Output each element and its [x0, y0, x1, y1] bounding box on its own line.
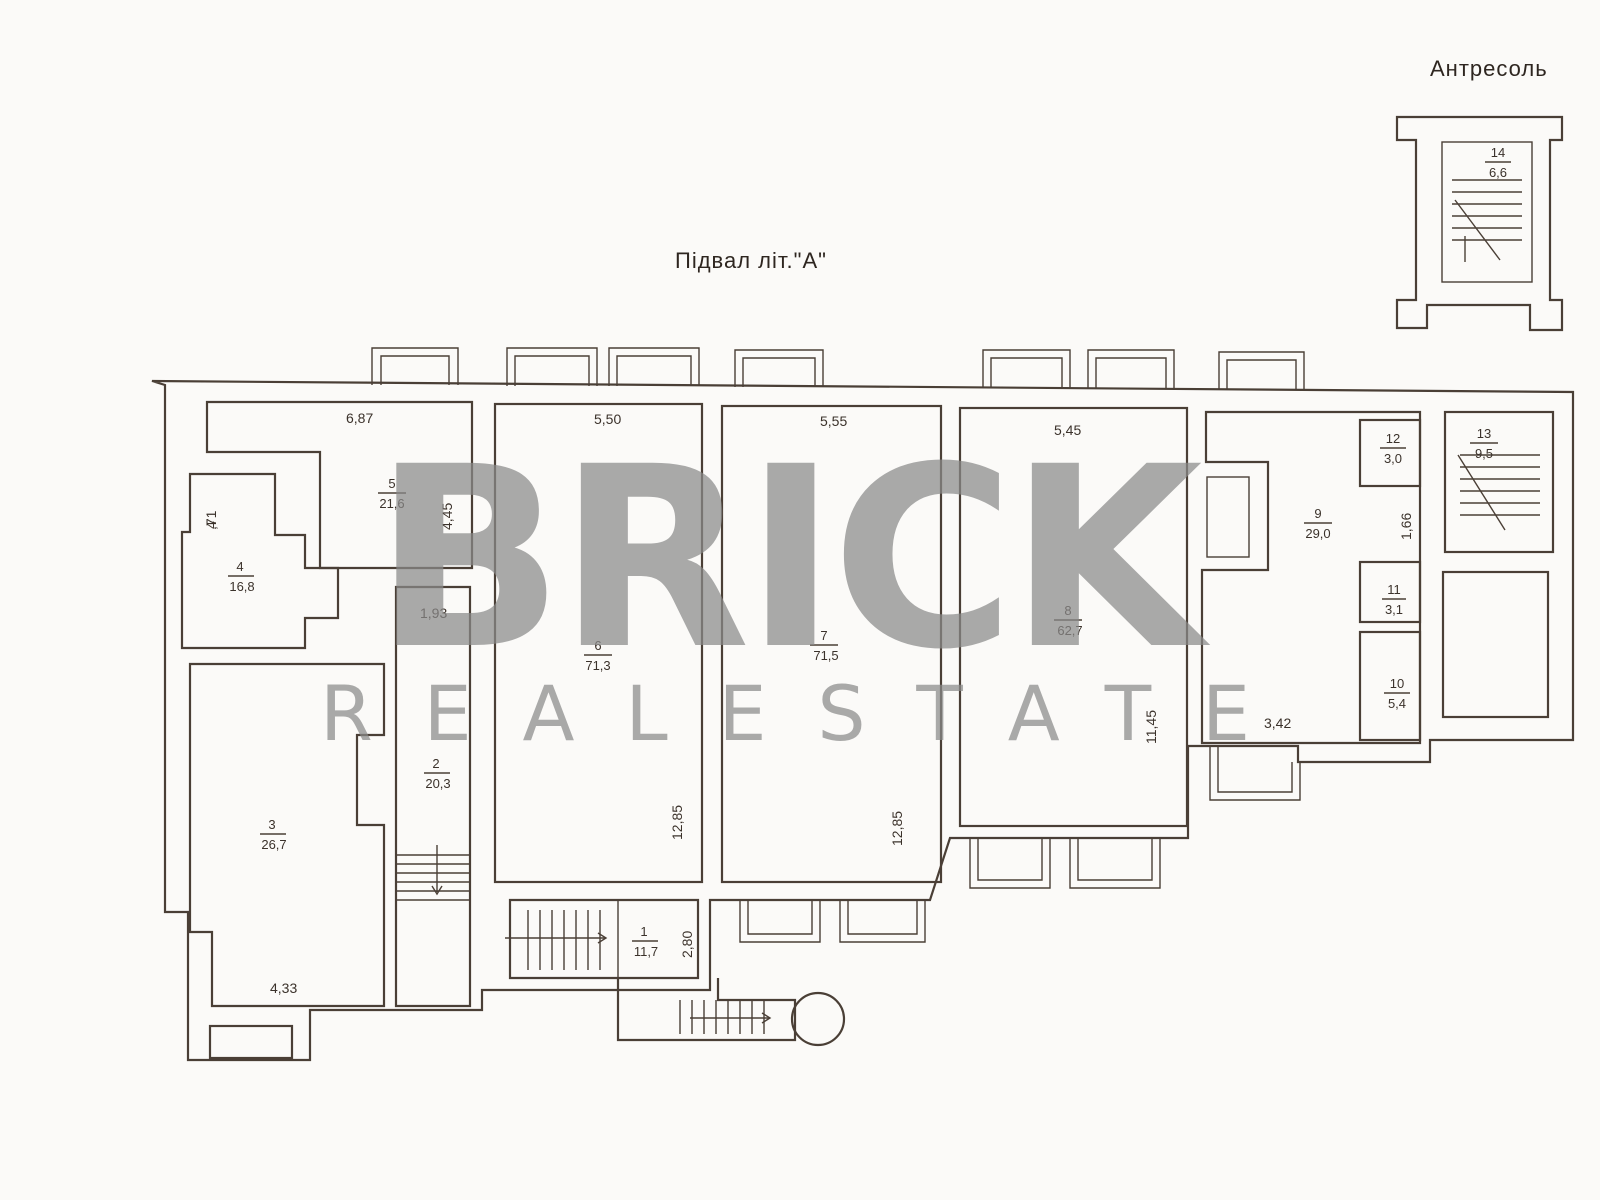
room-label-6: 6 71,3	[584, 638, 612, 673]
dim-5-45: 5,45	[1054, 422, 1081, 438]
svg-text:9,5: 9,5	[1475, 446, 1493, 461]
svg-text:71,5: 71,5	[813, 648, 838, 663]
dim-12-85-b: 12,85	[889, 811, 905, 846]
svg-text:6,6: 6,6	[1489, 165, 1507, 180]
dim-12-85-a: 12,85	[669, 805, 685, 840]
svg-text:14: 14	[1491, 145, 1505, 160]
dim-5-55: 5,55	[820, 413, 847, 429]
room-label-1: 1 11,7	[632, 924, 658, 959]
room-label-10: 10 5,4	[1384, 676, 1410, 711]
svg-text:5: 5	[388, 476, 395, 491]
room-label-7: 7 71,5	[810, 628, 839, 663]
svg-text:4: 4	[236, 559, 243, 574]
svg-text:29,0: 29,0	[1305, 526, 1330, 541]
dim-1-93: 1,93	[420, 605, 447, 621]
svg-text:11,7: 11,7	[634, 944, 658, 959]
svg-text:9: 9	[1314, 506, 1321, 521]
room-label-14: 14 6,6	[1485, 145, 1511, 180]
svg-text:13: 13	[1477, 426, 1491, 441]
room-7-outline	[720, 404, 943, 884]
room-label-9: 9 29,0	[1304, 506, 1332, 541]
room-12-outline	[1358, 418, 1422, 488]
dim-6-87: 6,87	[346, 410, 373, 426]
room-1-outline	[508, 898, 700, 980]
svg-text:10: 10	[1390, 676, 1404, 691]
basement-title: Підвал літ."А"	[675, 248, 827, 273]
room-label-8: 8 62,7	[1054, 603, 1083, 638]
svg-text:71,3: 71,3	[585, 658, 610, 673]
watermark: BRICK REALESTATE	[320, 413, 1250, 758]
round-well	[790, 991, 846, 1047]
mezzanine-title: Антресоль	[1430, 56, 1548, 81]
mezzanine-stair-block	[1395, 115, 1564, 332]
room-label-12: 12 3,0	[1380, 431, 1406, 466]
room-8-outline	[958, 406, 1189, 828]
svg-text:16,8: 16,8	[229, 579, 254, 594]
svg-text:26,7: 26,7	[261, 837, 286, 852]
room-13-outline	[1443, 410, 1555, 554]
watermark-brand: BRICK	[373, 413, 1211, 704]
dim-2-80: 2,80	[679, 931, 695, 958]
window-wells-top	[371, 347, 1305, 390]
window-wells-bottom	[739, 746, 1301, 943]
dim-11-45: 11,45	[1143, 710, 1159, 744]
svg-text:1: 1	[640, 924, 647, 939]
svg-text:7: 7	[820, 628, 827, 643]
room-label-4: 4 16,8	[228, 559, 255, 594]
svg-text:11: 11	[1387, 582, 1401, 597]
svg-text:5,4: 5,4	[1388, 696, 1406, 711]
room-2-outline	[394, 585, 472, 1008]
dim-3-42: 3,42	[1264, 715, 1291, 731]
room-label-3: 3 26,7	[260, 817, 287, 852]
room-label-2: 2 20,3	[424, 756, 451, 791]
room-10-outline	[1358, 630, 1422, 742]
room-3-outline	[188, 662, 386, 1008]
dim-4-33: 4,33	[270, 980, 297, 996]
svg-text:2: 2	[432, 756, 439, 771]
svg-text:8: 8	[1064, 603, 1071, 618]
svg-text:20,3: 20,3	[425, 776, 450, 791]
svg-text:3,1: 3,1	[1385, 602, 1403, 617]
room-label-13: 13 9,5	[1470, 426, 1498, 461]
svg-text:21,6: 21,6	[379, 496, 404, 511]
room-4-outline	[180, 472, 340, 650]
svg-text:6: 6	[594, 638, 601, 653]
svg-text:62,7: 62,7	[1057, 623, 1082, 638]
dim-1-66: 1,66	[1398, 513, 1414, 540]
room-label-5: 5 21,6	[378, 476, 406, 511]
room-9-outline	[1200, 410, 1422, 745]
svg-text:3: 3	[268, 817, 275, 832]
svg-text:3,0: 3,0	[1384, 451, 1402, 466]
room-label-11: 11 3,1	[1382, 582, 1406, 617]
dim-4-71: 4,71	[203, 510, 219, 530]
dim-5-50: 5,50	[594, 411, 621, 427]
svg-text:12: 12	[1386, 431, 1400, 446]
room-11-outline	[1358, 560, 1422, 624]
room-6-outline	[493, 402, 704, 884]
dim-4-45: 4,45	[439, 503, 455, 530]
